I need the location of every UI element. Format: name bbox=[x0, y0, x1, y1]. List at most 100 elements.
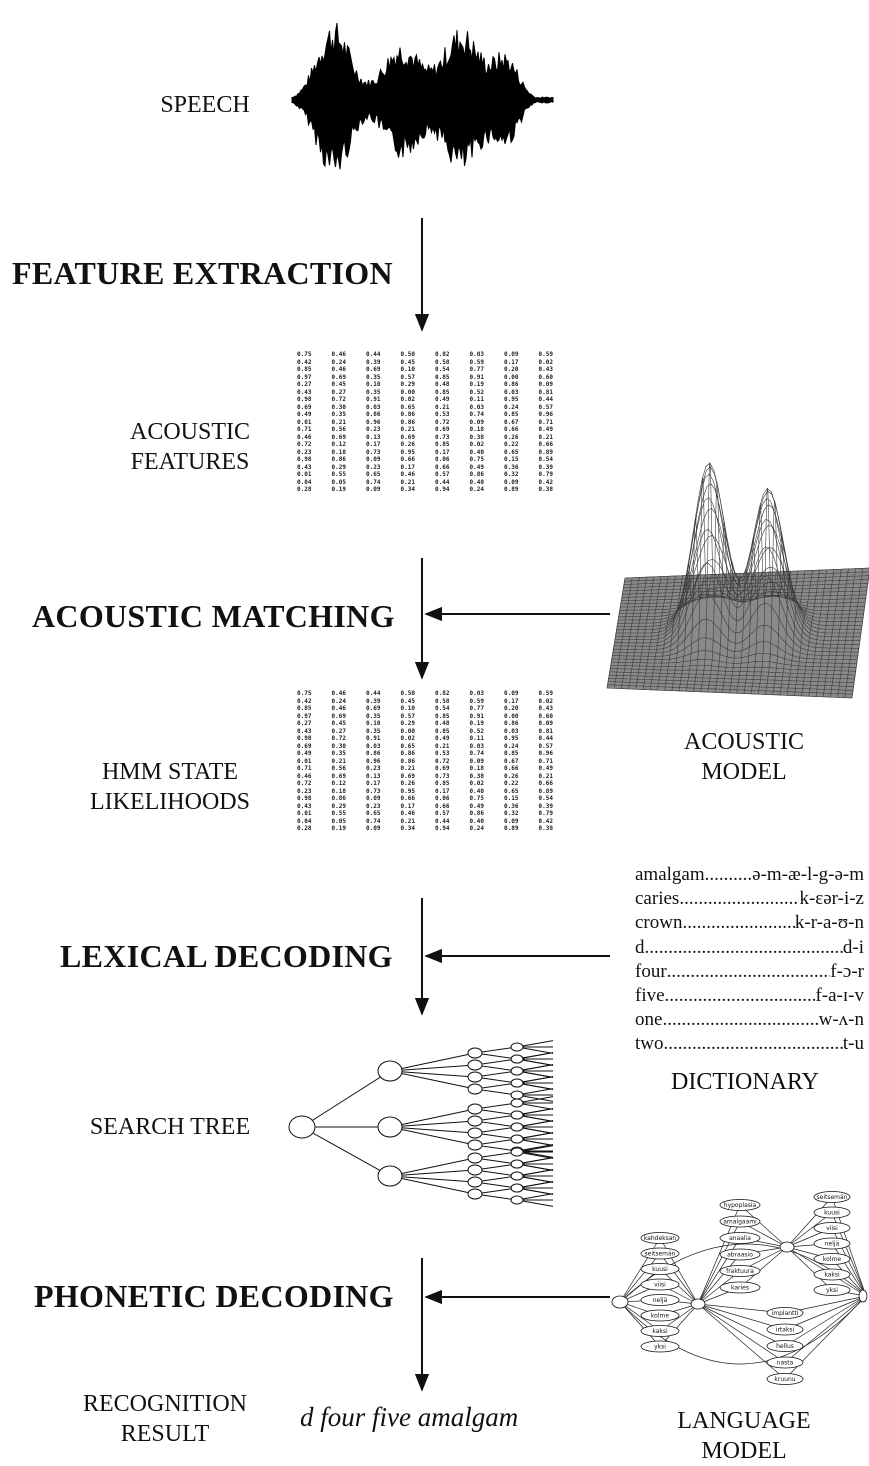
matrix-cell: 0.95 bbox=[504, 735, 519, 742]
matrix-cell: 0.75 bbox=[469, 795, 484, 802]
matrix-cell: 0.21 bbox=[331, 757, 346, 765]
matrix-cell: 0.43 bbox=[297, 727, 312, 735]
matrix-cell: 0.59 bbox=[538, 690, 553, 697]
matrix-cell: 0.72 bbox=[435, 757, 450, 765]
language-model-word: viisi bbox=[826, 1225, 838, 1232]
matrix-cell: 0.29 bbox=[331, 802, 346, 810]
matrix-cell: 0.91 bbox=[469, 373, 484, 381]
language-model-node: seitsemän bbox=[640, 1247, 680, 1260]
dictionary-entry: d d-i bbox=[635, 936, 864, 960]
matrix-cell: 0.02 bbox=[469, 441, 484, 448]
matrix-cell: 0.17 bbox=[435, 787, 450, 795]
matrix-cell: 0.09 bbox=[366, 486, 381, 493]
matrix-cell: 0.46 bbox=[331, 366, 346, 373]
matrix-cell: 0.40 bbox=[469, 478, 484, 486]
acoustic-model-surface bbox=[606, 462, 869, 699]
stage-acoustic-matching: ACOUSTIC MATCHING bbox=[32, 598, 395, 634]
matrix-cell: 0.35 bbox=[366, 727, 381, 735]
acoustic-features-label: ACOUSTIC FEATURES bbox=[110, 417, 270, 477]
language-model-node: kolme bbox=[640, 1309, 680, 1322]
matrix-cell: 0.19 bbox=[469, 720, 484, 727]
matrix-cell: 0.50 bbox=[400, 351, 415, 358]
matrix-cell: 0.49 bbox=[469, 463, 484, 471]
stage-lexical-decoding: LEXICAL DECODING bbox=[60, 938, 393, 974]
matrix-cell: 0.74 bbox=[366, 478, 381, 486]
matrix-cell: 0.32 bbox=[504, 471, 519, 478]
matrix-cell: 0.04 bbox=[297, 478, 312, 486]
stage-feature-extraction: FEATURE EXTRACTION bbox=[12, 255, 393, 291]
language-model-word: implantti bbox=[772, 1310, 799, 1317]
matrix-cell: 0.55 bbox=[331, 810, 346, 817]
matrix-cell: 0.57 bbox=[435, 810, 450, 817]
matrix-cell: 0.57 bbox=[538, 403, 553, 411]
matrix-cell: 0.81 bbox=[538, 727, 553, 735]
matrix-cell: 0.86 bbox=[469, 810, 484, 817]
dictionary-word: one bbox=[635, 1009, 663, 1031]
matrix-cell: 0.19 bbox=[331, 825, 346, 832]
matrix-cell: 0.86 bbox=[331, 456, 346, 463]
dictionary-word: caries bbox=[635, 888, 680, 910]
matrix-cell: 0.26 bbox=[400, 780, 415, 787]
language-model-word: kruunu bbox=[774, 1376, 795, 1383]
matrix-cell: 0.75 bbox=[297, 351, 312, 358]
matrix-cell: 0.21 bbox=[400, 765, 415, 772]
matrix-cell: 0.03 bbox=[366, 403, 381, 411]
matrix-cell: 0.45 bbox=[331, 720, 346, 727]
matrix-cell: 0.11 bbox=[469, 396, 484, 403]
dictionary-leader-dots bbox=[679, 887, 799, 911]
matrix-cell: 0.81 bbox=[538, 388, 553, 396]
acoustic-model-label: ACOUSTIC MODEL bbox=[654, 727, 834, 787]
matrix-cell: 0.59 bbox=[469, 697, 484, 705]
language-model-node: kuusi bbox=[640, 1263, 680, 1275]
matrix-cell: 0.27 bbox=[331, 727, 346, 735]
matrix-cell: 0.43 bbox=[297, 388, 312, 396]
matrix-cell: 0.98 bbox=[297, 735, 312, 742]
matrix-cell: 0.34 bbox=[400, 486, 415, 493]
matrix-cell: 0.98 bbox=[297, 396, 312, 403]
matrix-cell: 0.10 bbox=[366, 720, 381, 727]
language-model-node: hypoplasia bbox=[719, 1199, 761, 1211]
matrix-cell: 0.29 bbox=[400, 720, 415, 727]
matrix-cell: 0.45 bbox=[400, 358, 415, 366]
matrix-cell: 0.03 bbox=[469, 742, 484, 750]
matrix-cell: 0.86 bbox=[504, 720, 519, 727]
matrix-cell: 0.45 bbox=[331, 381, 346, 388]
matrix-cell: 0.19 bbox=[469, 381, 484, 388]
language-model-node: neljä bbox=[640, 1294, 680, 1306]
dictionary-word: amalgam.. bbox=[635, 864, 715, 885]
matrix-cell: 0.30 bbox=[331, 403, 346, 411]
language-model-node: fraktuura bbox=[719, 1265, 761, 1277]
matrix-cell: 0.48 bbox=[435, 381, 450, 388]
matrix-cell: 0.74 bbox=[469, 411, 484, 418]
matrix-cell: 0.57 bbox=[400, 373, 415, 381]
matrix-cell: 0.44 bbox=[538, 735, 553, 742]
matrix-cell: 0.02 bbox=[538, 358, 553, 366]
matrix-cell: 0.77 bbox=[469, 705, 484, 712]
matrix-cell: 0.71 bbox=[538, 757, 553, 765]
matrix-cell: 0.85 bbox=[297, 705, 312, 712]
dictionary-leader-dots bbox=[682, 911, 794, 935]
matrix-cell: 0.22 bbox=[504, 780, 519, 787]
matrix-cell: 0.17 bbox=[504, 697, 519, 705]
matrix-cell: 0.02 bbox=[538, 697, 553, 705]
language-model-line1: LANGUAGE bbox=[677, 1408, 811, 1434]
matrix-cell: 0.67 bbox=[504, 418, 519, 426]
matrix-cell: 0.27 bbox=[297, 720, 312, 727]
matrix-cell: 0.38 bbox=[469, 772, 484, 780]
matrix-cell: 0.15 bbox=[504, 456, 519, 463]
matrix-cell: 0.26 bbox=[504, 772, 519, 780]
matrix-cell: 0.85 bbox=[435, 441, 450, 448]
language-model-node: yksi bbox=[640, 1340, 680, 1353]
language-model-word: abraasio bbox=[727, 1252, 753, 1259]
matrix-cell: 0.42 bbox=[538, 478, 553, 486]
dictionary-leader-dots bbox=[664, 1032, 843, 1056]
language-model-word: kaksi bbox=[652, 1328, 668, 1335]
